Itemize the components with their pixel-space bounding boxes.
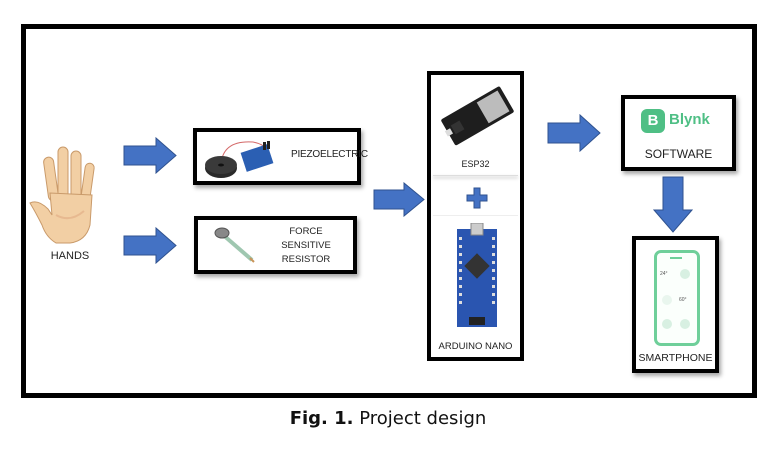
divider xyxy=(433,175,518,176)
arrow-shape xyxy=(653,176,693,233)
phone-widget-dial xyxy=(680,269,690,279)
esp32-board-icon xyxy=(441,86,514,146)
phone-header-bar xyxy=(670,257,682,259)
arrow-shape xyxy=(123,227,177,264)
phone-widget-value: 24° xyxy=(660,271,668,277)
diagram-frame xyxy=(21,24,757,398)
controllers-node: ESP32 ARDUINO NANO xyxy=(427,71,524,361)
force-sensor-icon xyxy=(214,227,255,263)
piezoelectric-label: PIEZOELECTRIC xyxy=(291,149,368,160)
arduino-nano-label: ARDUINO NANO xyxy=(438,341,513,352)
blynk-logo-text: Blynk xyxy=(669,111,710,128)
plus-icon xyxy=(466,187,488,209)
software-label: SOFTWARE xyxy=(644,147,713,161)
esp32-label: ESP32 xyxy=(461,159,490,169)
phone-widget-dial xyxy=(680,319,690,329)
smartphone-label: SMARTPHONE xyxy=(638,352,713,364)
caption-text: Project design xyxy=(353,408,487,429)
figure-caption: Fig. 1. Project design xyxy=(0,408,776,429)
arrow-shape xyxy=(373,182,425,217)
piezoelectric-node: PIEZOELECTRIC xyxy=(193,128,368,185)
phone-widget-dial xyxy=(662,295,672,305)
fsr-label-line-2: SENSITIVE xyxy=(281,240,331,251)
piezo-sensor-icon xyxy=(205,141,274,178)
fsr-label-line-3: RESISTOR xyxy=(281,254,331,265)
hands-label: HANDS xyxy=(50,250,90,262)
arrow-controllers-to-blynk xyxy=(547,114,601,152)
phone-widget-dial xyxy=(662,319,672,329)
phone-widget-value: 60° xyxy=(679,297,687,303)
arrow-shape xyxy=(123,137,177,174)
blynk-software-node: B Blynk SOFTWARE xyxy=(621,95,736,171)
caption-prefix: Fig. 1. xyxy=(289,408,354,429)
arrow-sensors-to-controllers xyxy=(373,182,425,217)
arrow-blynk-to-smartphone xyxy=(653,176,693,233)
force-sensitive-resistor-node: FORCE SENSITIVE RESISTOR xyxy=(194,216,357,274)
arrow-hands-to-piezo xyxy=(123,137,177,174)
blynk-logo-icon: B xyxy=(641,109,665,133)
arduino-nano-icon xyxy=(457,223,497,327)
divider xyxy=(433,215,518,216)
arrow-shape xyxy=(547,114,601,152)
hand-icon xyxy=(29,146,95,244)
hands-node xyxy=(26,145,104,245)
smartphone-icon: 24° 60° xyxy=(654,250,700,346)
arrow-hands-to-fsr xyxy=(123,227,177,264)
smartphone-node: 24° 60° SMARTPHONE xyxy=(632,236,719,373)
fsr-label-line-1: FORCE xyxy=(289,226,323,237)
